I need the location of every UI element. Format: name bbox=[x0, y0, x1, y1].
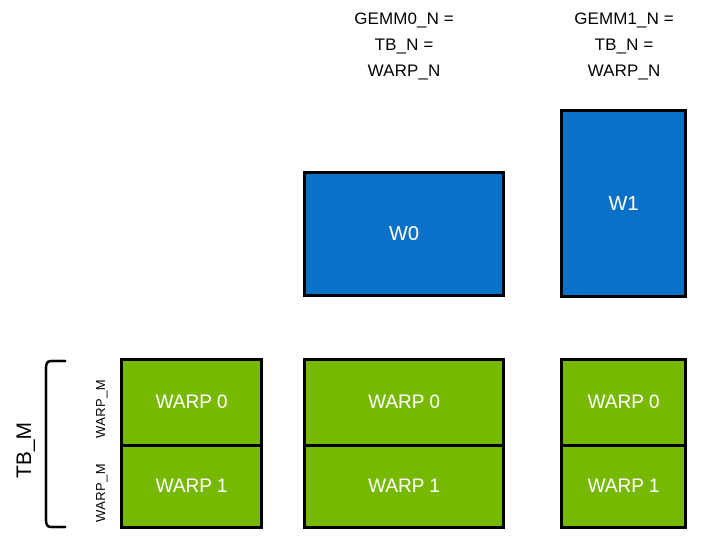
warp-row: WARP 0 bbox=[306, 361, 502, 444]
warp-row-label: WARP 1 bbox=[155, 475, 228, 497]
column-caption-gemm0: GEMM0_N = TB_N = WARP_N bbox=[324, 6, 484, 84]
caption-line: WARP_N bbox=[587, 61, 661, 80]
dimension-label-warp-m-bottom: WARP_M bbox=[93, 463, 108, 522]
warp-row: WARP 1 bbox=[123, 443, 260, 526]
dimension-label-warp-m-top: WARP_M bbox=[93, 379, 108, 438]
warp-tile-w0: W0 bbox=[303, 171, 505, 297]
warp-row-label: WARP 0 bbox=[155, 391, 228, 413]
warp-row-label: WARP 1 bbox=[368, 475, 440, 497]
warp-tile-w1: W1 bbox=[560, 109, 687, 298]
caption-line: TB_N = bbox=[594, 35, 654, 54]
warp-row-label: WARP 1 bbox=[587, 475, 660, 497]
caption-line: WARP_N bbox=[367, 61, 441, 80]
warp-tile-label: W0 bbox=[389, 223, 419, 245]
warp-row: WARP 1 bbox=[563, 443, 684, 526]
dimension-label-tb-m: TB_M bbox=[13, 421, 36, 478]
threadblock-stack-1: WARP 0 WARP 1 bbox=[303, 358, 505, 529]
warp-row-label: WARP 0 bbox=[587, 391, 660, 413]
warp-row-label: WARP 0 bbox=[368, 391, 440, 413]
tb-m-bracket bbox=[43, 359, 67, 529]
warp-tile-label: W1 bbox=[608, 192, 639, 215]
warp-row: WARP 0 bbox=[563, 361, 684, 444]
caption-line: GEMM0_N = bbox=[354, 9, 454, 28]
caption-line: TB_N = bbox=[374, 35, 434, 54]
warp-row: WARP 1 bbox=[306, 443, 502, 526]
column-caption-gemm1: GEMM1_N = TB_N = WARP_N bbox=[544, 6, 704, 84]
warp-row: WARP 0 bbox=[123, 361, 260, 444]
caption-line: GEMM1_N = bbox=[574, 9, 674, 28]
threadblock-stack-2: WARP 0 WARP 1 bbox=[560, 358, 687, 529]
threadblock-stack-0: WARP 0 WARP 1 bbox=[120, 358, 263, 529]
